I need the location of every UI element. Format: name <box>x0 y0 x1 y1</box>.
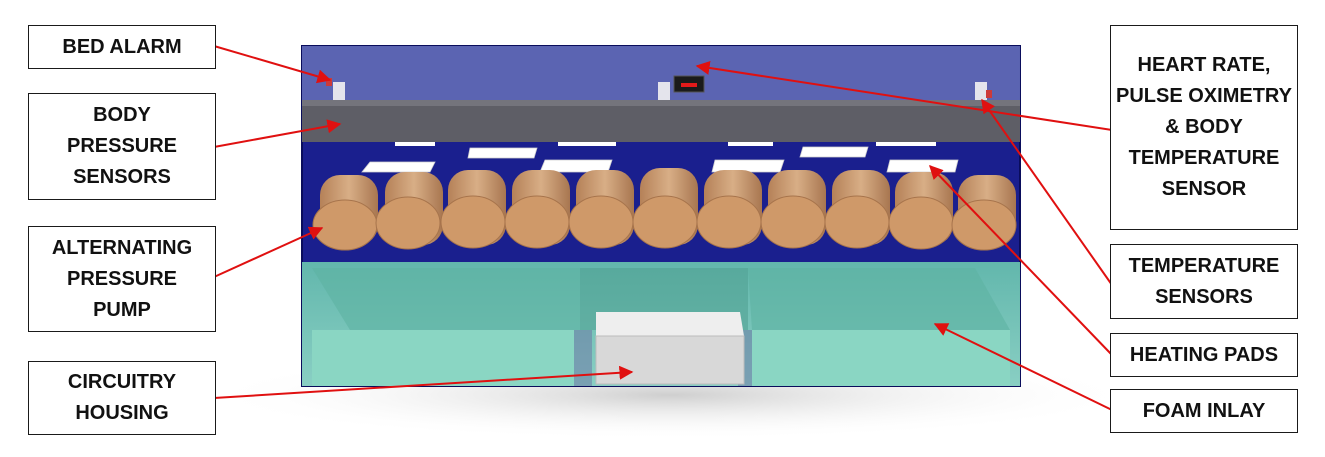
label-circuitry-housing: CIRCUITRY HOUSING <box>28 361 216 435</box>
pointer-circuitry <box>213 365 634 399</box>
pointer-foam-inlay <box>933 323 1113 411</box>
pointer-bed-alarm <box>213 45 332 84</box>
label-body-pressure-sensors: BODY PRESSURE SENSORS <box>28 93 216 200</box>
pointer-heating-pads <box>929 164 1113 356</box>
pointer-body-pressure <box>213 119 342 148</box>
label-heating-pads-text: HEATING PADS <box>1129 343 1279 366</box>
pointer-heart-rate-display <box>695 61 1113 131</box>
pointer-heart-rate-post <box>981 98 1113 286</box>
label-heart-rate-sensor: HEART RATE, PULSE OXIMETRY & BODY TEMPER… <box>1110 25 1298 230</box>
pressure-sensors <box>395 142 936 146</box>
heating-pads <box>361 146 959 173</box>
label-bed-alarm-text: BED ALARM <box>62 35 182 58</box>
display-indicator <box>681 83 697 87</box>
label-foam-inlay: FOAM INLAY <box>1110 389 1298 433</box>
label-temperature-sensors: TEMPERATURE SENSORS <box>1110 244 1298 319</box>
pressure-plate <box>302 100 1020 142</box>
pressure-cylinders <box>312 168 1017 251</box>
label-bed-alarm: BED ALARM <box>28 25 216 69</box>
label-temperature-sensors-text: TEMPERATURE SENSORS <box>1128 254 1280 308</box>
label-circuitry-housing-text: CIRCUITRY HOUSING <box>67 371 177 424</box>
label-body-pressure-sensors-text: BODY PRESSURE SENSORS <box>66 104 178 188</box>
label-alternating-pressure-pump: ALTERNATING PRESSURE PUMP <box>28 226 216 332</box>
heart-rate-post <box>975 82 992 102</box>
pointer-lines <box>213 45 1113 411</box>
label-heating-pads: HEATING PADS <box>1110 333 1298 377</box>
label-heart-rate-sensor-text: HEART RATE, PULSE OXIMETRY & BODY TEMPER… <box>1116 54 1292 200</box>
pointer-pump <box>213 226 324 278</box>
box-lid <box>302 46 1020 100</box>
label-alternating-pressure-pump-text: ALTERNATING PRESSURE PUMP <box>51 236 193 321</box>
center-post <box>658 82 670 102</box>
label-foam-inlay-text: FOAM INLAY <box>1142 399 1266 422</box>
